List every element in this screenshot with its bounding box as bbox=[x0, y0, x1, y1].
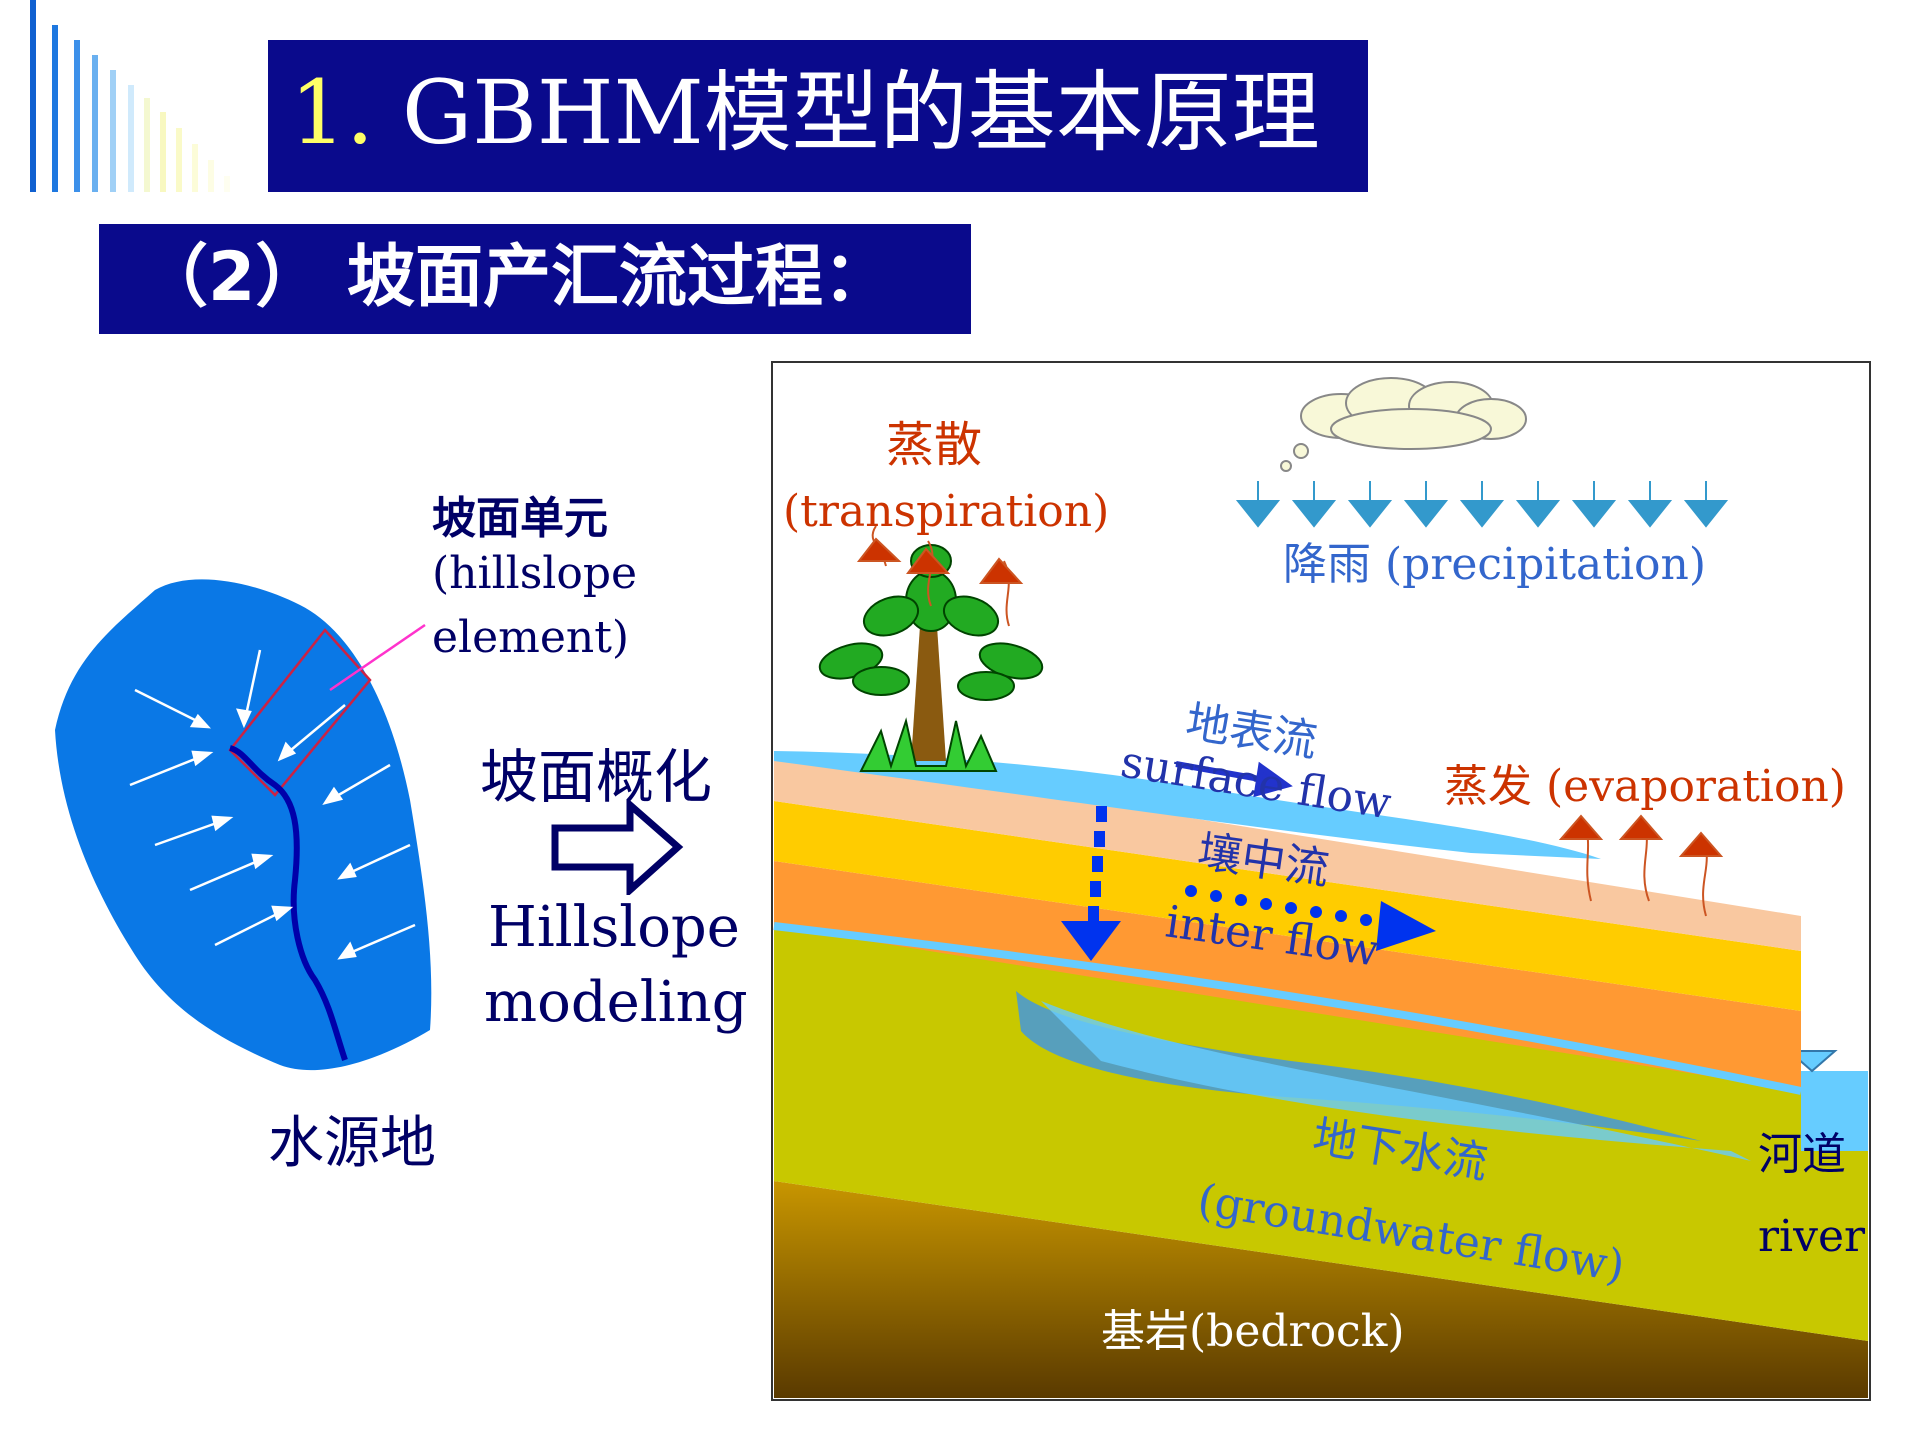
title-number: 1. bbox=[290, 61, 374, 164]
concept-label-zh: 坡面概化 bbox=[480, 743, 713, 811]
transpiration-label-zh: 蒸散 bbox=[886, 417, 982, 473]
precipitation-label: 降雨 (precipitation) bbox=[1283, 539, 1706, 590]
infiltration-arrow bbox=[1061, 806, 1121, 961]
watershed-label: 水源地 bbox=[268, 1111, 436, 1176]
evaporation-arrows bbox=[1558, 814, 1724, 917]
transpiration-label-en: (transpiration) bbox=[783, 486, 1109, 537]
transpiration-arrows bbox=[856, 525, 1024, 627]
hillslope-cross-section: 蒸散 (transpiration) 降雨 (precipitation) 地表… bbox=[771, 361, 1871, 1401]
river-label-zh: 河道 bbox=[1758, 1129, 1846, 1180]
bedrock-layer bbox=[774, 1181, 1868, 1398]
watershed-shape bbox=[55, 579, 432, 1071]
precipitation-arrows bbox=[1235, 481, 1729, 528]
inter-layer-seepage bbox=[773, 922, 1802, 1095]
concept-label-en-2: modeling bbox=[484, 970, 748, 1035]
watershed-diagram bbox=[55, 579, 432, 1071]
hillslope-element-outline bbox=[228, 628, 372, 797]
hillslope-element-label-en-2: element) bbox=[432, 612, 630, 663]
evaporation-label: 蒸发 (evaporation) bbox=[1444, 761, 1846, 812]
inter-flow-arrow bbox=[1185, 885, 1436, 951]
river-label-en: river bbox=[1758, 1211, 1866, 1262]
title-banner bbox=[268, 40, 1368, 192]
hillslope-element-label-en-1: (hillslope bbox=[432, 548, 638, 599]
title-main-text: GBHM模型的基本原理 bbox=[373, 61, 1320, 164]
surface-water bbox=[774, 751, 1601, 859]
subtitle-banner bbox=[99, 224, 971, 334]
soil-layer-top bbox=[774, 751, 1801, 951]
page-title: 1. GBHM模型的基本原理 bbox=[290, 58, 1320, 168]
decorative-stripes bbox=[30, 0, 230, 192]
hillslope-element-pointer bbox=[329, 623, 426, 692]
cloud-icon bbox=[1280, 377, 1527, 472]
hollow-right-arrow-icon bbox=[551, 800, 684, 895]
stream-line bbox=[228, 745, 348, 1061]
flow-arrows bbox=[129, 649, 416, 960]
soil-layer-low bbox=[774, 861, 1801, 1091]
concept-label-en-1: Hillslope bbox=[488, 895, 740, 960]
groundwater-flow-shape bbox=[1016, 991, 1701, 1141]
river-channel bbox=[1801, 1071, 1868, 1151]
bedrock-label: 基岩(bedrock) bbox=[1101, 1306, 1405, 1357]
hillslope-element-label-zh: 坡面单元 bbox=[432, 493, 608, 544]
section-subtitle: （2） 坡面产汇流过程： bbox=[140, 238, 891, 317]
surface-flow-arrow bbox=[1175, 761, 1293, 798]
